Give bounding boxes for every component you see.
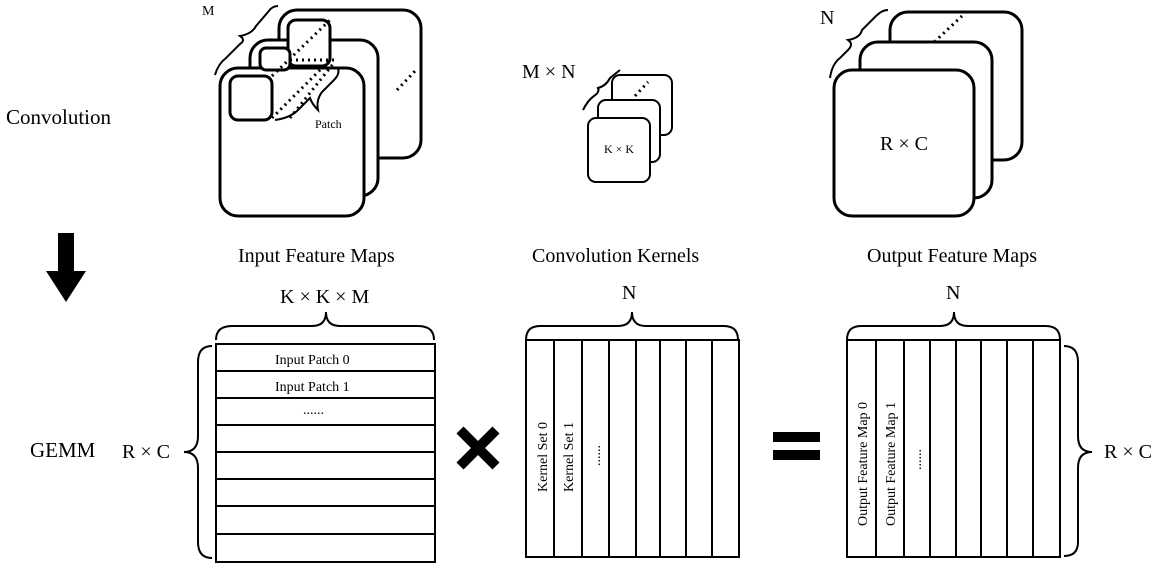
- n-kernels-label: N: [622, 282, 636, 304]
- down-arrow-icon: [46, 233, 86, 302]
- convolution-kernels-caption: Convolution Kernels: [532, 245, 699, 267]
- output-feature-maps-stack: [832, 10, 1024, 218]
- rxc-left-brace: [183, 345, 213, 559]
- rxc-top-label: R × C: [880, 133, 928, 155]
- input-patch-1-label: Input Patch 1: [275, 380, 350, 395]
- multiply-icon: [456, 426, 500, 470]
- input-patch-matrix: [215, 343, 436, 563]
- output-map-1-label: Output Feature Map 1: [884, 402, 899, 526]
- equals-icon: [773, 432, 820, 460]
- output-map-0-label: Output Feature Map 0: [856, 402, 871, 526]
- rxc-left-label: R × C: [122, 441, 170, 463]
- patch-brace: [274, 67, 340, 121]
- kkm-label: K × K × M: [280, 286, 369, 308]
- convolution-kernels-stack: [587, 74, 673, 183]
- gemm-label: GEMM: [30, 438, 96, 462]
- rxc-right-label: R × C: [1104, 441, 1152, 463]
- n-output-label: N: [946, 282, 960, 304]
- input-patch-0-label: Input Patch 0: [275, 353, 350, 368]
- mxn-label: M × N: [522, 61, 576, 83]
- output-feature-maps-caption: Output Feature Maps: [867, 245, 1037, 267]
- n-output-brace: [846, 311, 1061, 341]
- convolution-label: Convolution: [6, 105, 112, 129]
- input-feature-maps-caption: Input Feature Maps: [238, 245, 395, 267]
- kernel-set-0-label: Kernel Set 0: [536, 422, 551, 492]
- output-dots-label: ......: [910, 449, 925, 470]
- kernel-dots-label: ......: [589, 445, 604, 466]
- n-kernels-brace: [525, 311, 739, 341]
- m-label: M: [202, 4, 215, 19]
- rxc-right-brace: [1063, 345, 1093, 557]
- mxn-brace: [582, 69, 621, 111]
- n-top-label: N: [820, 7, 834, 29]
- output-matrix: [846, 339, 1061, 558]
- kxk-label: K × K: [604, 142, 634, 156]
- input-dots-label: ......: [303, 403, 324, 418]
- kernel-matrix: [525, 339, 740, 558]
- kkm-brace: [215, 311, 435, 341]
- patch-label: Patch: [315, 117, 342, 131]
- input-feature-maps-stack: [218, 8, 423, 218]
- kernel-set-1-label: Kernel Set 1: [562, 422, 577, 492]
- m-brace: [214, 5, 279, 76]
- n-brace-top: [829, 9, 889, 79]
